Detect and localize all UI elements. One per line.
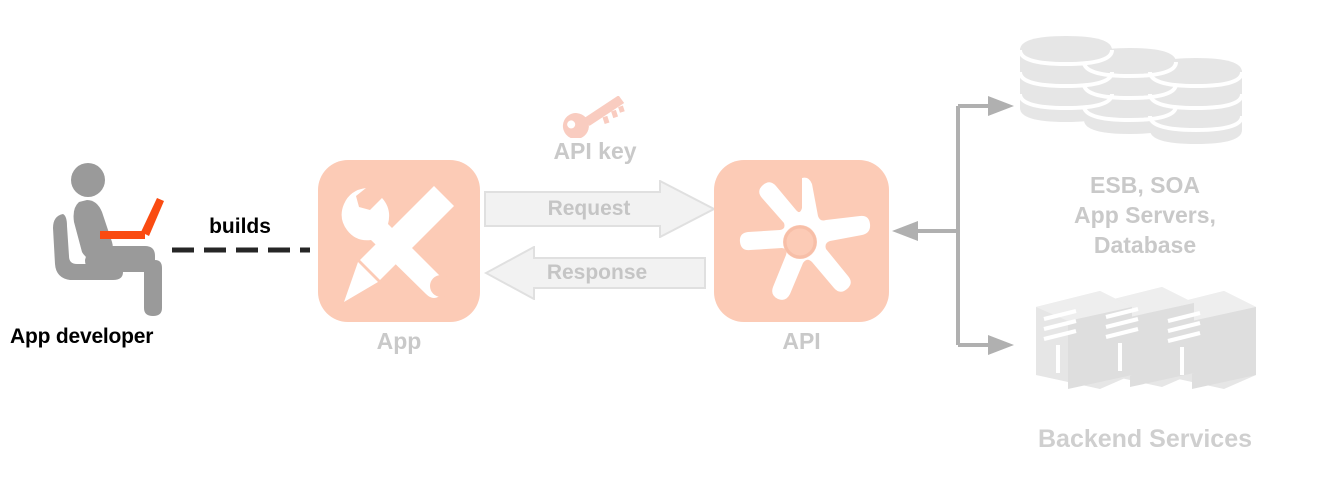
backend-services-label: Backend Services <box>1037 425 1253 453</box>
seated-developer-icon <box>53 163 164 316</box>
request-arrow-label: Request <box>547 197 631 220</box>
arrowhead-to-servers <box>988 335 1014 355</box>
app-node[interactable]: App <box>318 160 480 354</box>
database-label-line-1: ESB, SOA <box>1090 172 1200 198</box>
app-node-label: App <box>376 328 422 354</box>
server-rack-icon <box>1036 287 1256 389</box>
builds-label: builds <box>209 215 271 238</box>
api-star-icon <box>739 177 871 300</box>
api-node[interactable]: API <box>714 160 889 354</box>
request-arrow <box>484 180 716 238</box>
backend-connector-lines <box>892 96 1014 355</box>
database-stack-icon <box>1018 36 1244 144</box>
app-developer-label: App developer <box>10 325 154 348</box>
api-key-label: API key <box>553 138 637 164</box>
key-icon <box>562 96 625 138</box>
database-label-line-3: Database <box>1093 232 1197 258</box>
wrench-and-pencil-icon <box>341 186 454 302</box>
arrowhead-to-database <box>988 96 1014 116</box>
api-node-label: API <box>782 328 821 354</box>
response-arrow-label: Response <box>546 261 648 284</box>
database-group-label: ESB, SOA App Servers, Database <box>1000 170 1290 260</box>
arrowhead-to-api <box>892 221 918 241</box>
api-key-group: API key <box>520 96 670 172</box>
response-arrow <box>484 246 706 300</box>
builds-dashed-line <box>172 247 310 253</box>
database-label-line-2: App Servers, <box>1074 202 1216 228</box>
app-developer-group: App developer <box>0 150 320 370</box>
